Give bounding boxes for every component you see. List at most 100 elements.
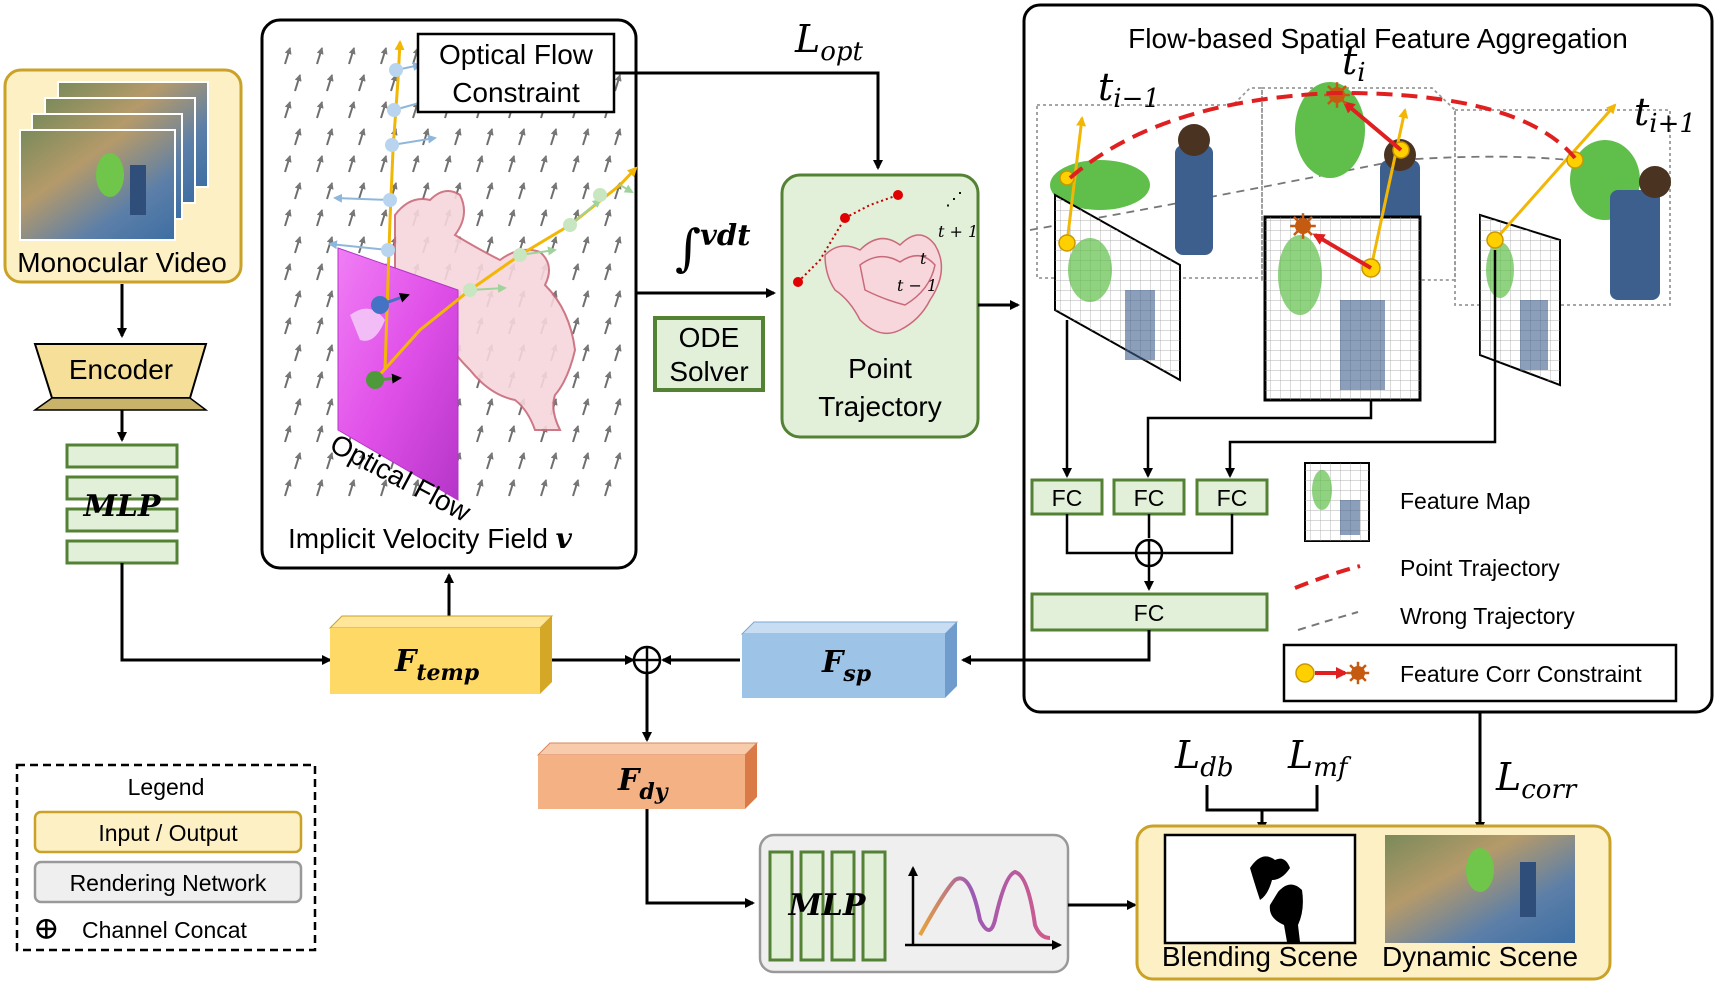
velocity-arrow xyxy=(358,452,366,470)
velocity-arrow xyxy=(604,317,612,335)
monocular-video-label: Monocular Video xyxy=(17,247,227,278)
velocity-arrow xyxy=(572,263,580,281)
velocity-arrow xyxy=(316,317,324,335)
velocity-arrow xyxy=(582,236,590,254)
velocity-arrow xyxy=(604,371,612,389)
velocity-arrow xyxy=(294,128,302,146)
feature-map-next xyxy=(1479,213,1561,387)
f-sp-label: Fsp xyxy=(821,645,872,687)
velocity-arrow xyxy=(508,425,516,443)
ode-solver-line1: ODE xyxy=(679,322,740,353)
velocity-arrow xyxy=(284,209,292,227)
feature-map-cur xyxy=(1263,215,1422,402)
velocity-arrow xyxy=(486,182,494,200)
velocity-arrow xyxy=(582,290,590,308)
aggregation-legend: Feature Map Point Trajectory Wrong Traje… xyxy=(1282,462,1678,703)
point-trajectory-line2: Trajectory xyxy=(818,391,941,422)
velocity-arrow xyxy=(358,74,366,92)
mlp-bottom-label: MLP xyxy=(788,888,867,923)
velocity-arrow xyxy=(348,209,356,227)
f-temp-block: Ftemp xyxy=(328,615,554,694)
velocity-arrow xyxy=(348,47,356,65)
velocity-arrow xyxy=(412,155,420,173)
feature-corr-star xyxy=(1346,661,1370,685)
velocity-arrow xyxy=(508,479,516,497)
velocity-arrow xyxy=(380,209,388,227)
legend-box: Legend Input / Output Rendering Network … xyxy=(15,763,317,952)
velocity-arrow xyxy=(422,182,430,200)
velocity-arrow xyxy=(518,182,526,200)
velocity-arrow xyxy=(508,155,516,173)
velocity-arrow xyxy=(326,182,334,200)
rendering-mlp-block: MLP xyxy=(758,833,1070,974)
velocity-arrow xyxy=(604,425,612,443)
velocity-arrow xyxy=(572,479,580,497)
velocity-arrow xyxy=(604,209,612,227)
point-trajectory-line1: Point xyxy=(848,353,912,384)
velocity-arrow xyxy=(348,155,356,173)
legend-feature-map: Feature Map xyxy=(1400,488,1530,514)
velocity-arrow xyxy=(540,479,548,497)
velocity-arrow xyxy=(380,47,388,65)
velocity-arrow xyxy=(614,236,622,254)
velocity-arrow xyxy=(294,344,302,362)
velocity-arrow xyxy=(582,452,590,470)
monocular-video-box: Monocular Video xyxy=(3,68,243,284)
velocity-arrow xyxy=(550,182,558,200)
output-box: Blending Scene Dynamic Scene xyxy=(1135,824,1612,981)
velocity-arrow xyxy=(390,74,398,92)
velocity-arrow xyxy=(444,155,452,173)
velocity-arrow xyxy=(412,479,420,497)
velocity-arrow xyxy=(326,290,334,308)
velocity-arrow xyxy=(518,128,526,146)
loss-mf: Lmf xyxy=(1287,733,1352,783)
velocity-arrow xyxy=(348,479,356,497)
velocity-arrow xyxy=(284,479,292,497)
velocity-arrow xyxy=(326,344,334,362)
velocity-arrow xyxy=(294,290,302,308)
velocity-arrow xyxy=(316,209,324,227)
integral-symbol: ∫ xyxy=(675,219,701,277)
velocity-arrow xyxy=(284,317,292,335)
velocity-arrow xyxy=(614,290,622,308)
velocity-arrow xyxy=(316,371,324,389)
velocity-arrow xyxy=(294,398,302,416)
velocity-arrow xyxy=(358,182,366,200)
velocity-panel-title: Implicit Velocity Field v xyxy=(288,522,573,555)
dinosaur-frame-next xyxy=(1570,140,1671,300)
velocity-arrow xyxy=(380,101,388,119)
legend-channel-concat: Channel Concat xyxy=(82,917,248,943)
velocity-arrow xyxy=(582,344,590,362)
velocity-arrow xyxy=(284,47,292,65)
traj-t: t xyxy=(920,249,927,268)
legend-wrong-trajectory: Wrong Trajectory xyxy=(1400,603,1575,629)
velocity-arrow xyxy=(582,182,590,200)
velocity-arrow xyxy=(326,128,334,146)
velocity-arrow xyxy=(326,398,334,416)
velocity-arrow xyxy=(614,398,622,416)
concat-symbol-main xyxy=(632,645,662,675)
velocity-arrow xyxy=(294,74,302,92)
velocity-arrow xyxy=(358,128,366,146)
dynamic-scene-label: Dynamic Scene xyxy=(1382,941,1578,972)
time-prev-label: ti−1 xyxy=(1098,65,1160,114)
legend-rendering-network: Rendering Network xyxy=(70,870,267,896)
velocity-arrow xyxy=(316,263,324,281)
velocity-field-panel: Optical Flow Optical Flow Constraint Imp… xyxy=(260,18,638,570)
velocity-arrow xyxy=(284,263,292,281)
velocity-arrow xyxy=(476,479,484,497)
feature-map-prev xyxy=(1054,193,1181,382)
loss-opt: Lopt xyxy=(794,17,864,67)
velocity-arrow xyxy=(476,209,484,227)
fc-label-3: FC xyxy=(1217,485,1248,511)
legend-input-output: Input / Output xyxy=(98,820,238,846)
velocity-arrow xyxy=(614,452,622,470)
time-next-label: ti+1 xyxy=(1634,90,1696,139)
velocity-arrow xyxy=(518,452,526,470)
mlp-left-label: MLP xyxy=(83,489,162,524)
legend-concat-symbol: ⊕ xyxy=(33,909,60,947)
loss-db: Ldb xyxy=(1174,733,1234,783)
velocity-arrow xyxy=(572,155,580,173)
feature-corr-star xyxy=(1290,213,1316,239)
legend-title: Legend xyxy=(128,774,205,800)
